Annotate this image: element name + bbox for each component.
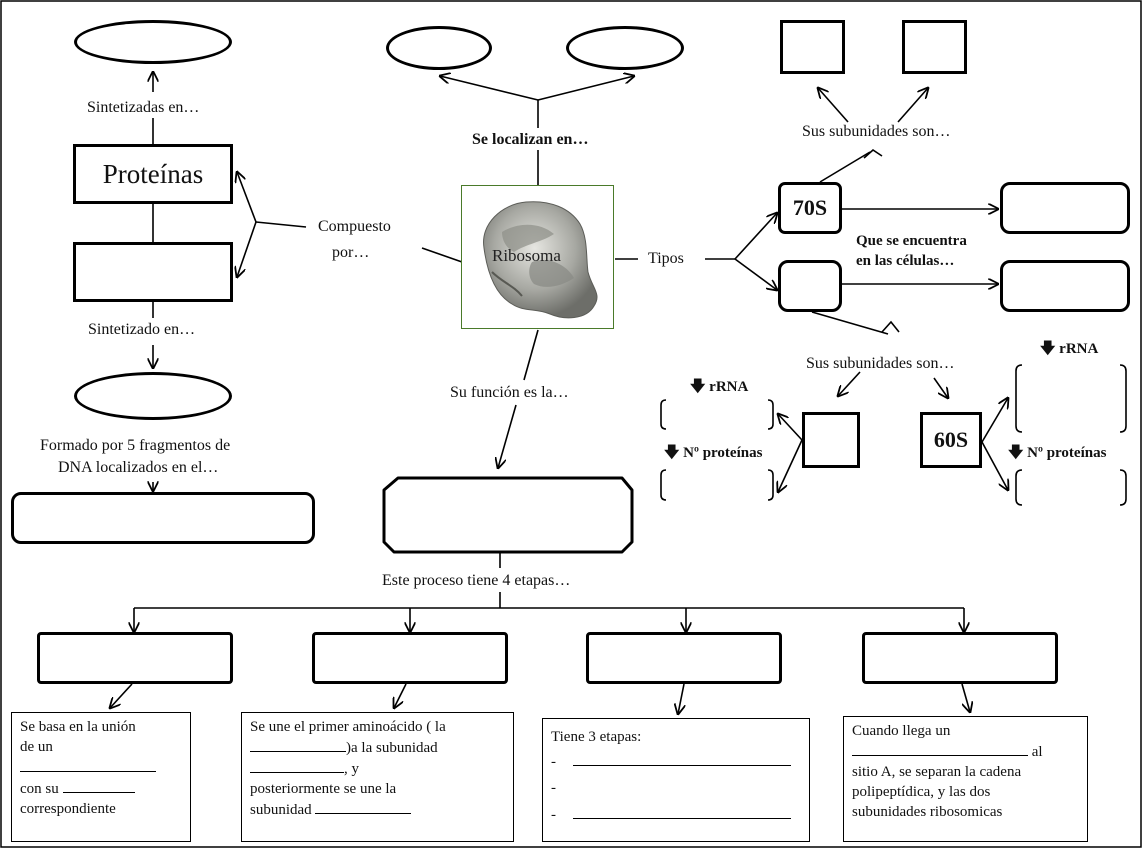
label-formado-por: Formado por 5 fragmentos de <box>40 437 231 454</box>
down-arrow-icon: 🡇 <box>690 379 706 395</box>
cell-type-box-2[interactable] <box>1000 260 1130 312</box>
ribosome-label: Ribosoma <box>492 246 561 265</box>
label-se-localizan: Se localizan en… <box>472 131 589 148</box>
stage-box-4[interactable] <box>862 632 1058 684</box>
ribosome-icon <box>483 201 598 319</box>
detail-box-2: Se une el primer aminoácido ( la )a la s… <box>241 712 514 842</box>
detail-4-line-2: al <box>852 741 1079 762</box>
subunit-square-1[interactable] <box>780 20 845 74</box>
detail-2-line-1: Se une el primer aminoácido ( la <box>250 719 446 735</box>
label-sintetizadas-en: Sintetizadas en… <box>87 99 200 116</box>
ribosome-type-box-2[interactable] <box>778 260 842 312</box>
rrna-left-label: rRNA <box>709 379 749 395</box>
label-por: por… <box>332 244 370 261</box>
stage-box-1[interactable] <box>37 632 233 684</box>
label-este-proceso: Este proceso tiene 4 etapas… <box>382 572 571 589</box>
second-component-box[interactable] <box>73 242 233 302</box>
down-arrow-icon: 🡇 <box>664 445 680 461</box>
label-sintetizado-en: Sintetizado en… <box>88 321 196 338</box>
ribosome-image: Ribosoma <box>461 185 614 329</box>
label-formado-por-2: DNA localizados en el… <box>58 459 219 476</box>
detail-2-line-4: posteriormente se une la <box>250 781 397 797</box>
nprot-left: 🡇 Nº proteínas <box>664 444 762 463</box>
subunit-square-2[interactable] <box>902 20 967 74</box>
stage-box-3[interactable] <box>586 632 782 684</box>
detail-3-line-3: - <box>551 780 556 796</box>
detail-box-4: Cuando llega un al sitio A, se separan l… <box>843 716 1088 842</box>
label-su-funcion: Su función es la… <box>450 384 569 401</box>
nprot-right-label: Nº proteínas <box>1027 445 1107 461</box>
detail-box-1: Se basa en la unión de un con su corresp… <box>11 712 191 842</box>
label-70s: 70S <box>792 195 828 220</box>
detail-3-line-2: - <box>551 751 801 772</box>
rrna-left: 🡇 rRNA <box>690 378 748 397</box>
down-arrow-icon: 🡇 <box>1008 445 1024 461</box>
detail-4-line-4: polipeptídica, y las dos <box>852 784 991 800</box>
label-sus-subunidades-top: Sus subunidades son… <box>802 123 951 140</box>
detail-3-line-4: - <box>551 804 801 825</box>
detail-2-line-3: , y <box>250 758 505 779</box>
label-en-las-celulas: en las células… <box>856 253 955 269</box>
detail-3-line-1: Tiene 3 etapas: <box>551 729 642 745</box>
nprot-right: 🡇 Nº proteínas <box>1008 444 1106 463</box>
label-que-se-encuentra: Que se encuentra <box>856 233 967 249</box>
rrna-right-label: rRNA <box>1059 341 1099 357</box>
detail-4-line-5: subunidades ribosomicas <box>852 804 1003 820</box>
detail-1-line-1: Se basa en la unión <box>20 719 136 735</box>
box-70s: 70S <box>778 182 842 234</box>
rrna-synth-ellipse[interactable] <box>74 372 232 420</box>
detail-4-line-1: Cuando llega un <box>852 723 951 739</box>
proteinas-box: Proteínas <box>73 144 233 204</box>
label-60s: 60S <box>933 427 969 452</box>
stage-box-2[interactable] <box>312 632 508 684</box>
detail-1-line-3: con su <box>20 778 182 799</box>
label-tipos: Tipos <box>648 250 684 267</box>
label-sus-subunidades-mid: Sus subunidades son… <box>806 355 955 372</box>
detail-1-blank[interactable] <box>20 757 182 778</box>
location-ellipse-right[interactable] <box>566 26 684 70</box>
detail-box-3: Tiene 3 etapas: - - - <box>542 718 810 842</box>
proteinas-label: Proteínas <box>102 159 204 189</box>
location-ellipse-left[interactable] <box>386 26 492 70</box>
function-box <box>382 476 634 554</box>
detail-2-line-5: subunidad <box>250 799 505 820</box>
down-arrow-icon: 🡇 <box>1040 341 1056 357</box>
nprot-left-label: Nº proteínas <box>683 445 763 461</box>
small-subunit-box[interactable] <box>802 412 860 468</box>
box-60s: 60S <box>920 412 982 468</box>
cell-type-box-1[interactable] <box>1000 182 1130 234</box>
detail-1-line-2: de un <box>20 739 53 755</box>
detail-4-line-3: sitio A, se separan la cadena <box>852 764 1022 780</box>
dna-location-box[interactable] <box>11 492 315 544</box>
detail-1-line-4: correspondiente <box>20 801 116 817</box>
detail-2-line-2: )a la subunidad <box>250 737 505 758</box>
label-compuesto: Compuesto <box>318 218 391 235</box>
synth-location-ellipse[interactable] <box>74 20 232 64</box>
rrna-right: 🡇 rRNA <box>1040 340 1098 359</box>
